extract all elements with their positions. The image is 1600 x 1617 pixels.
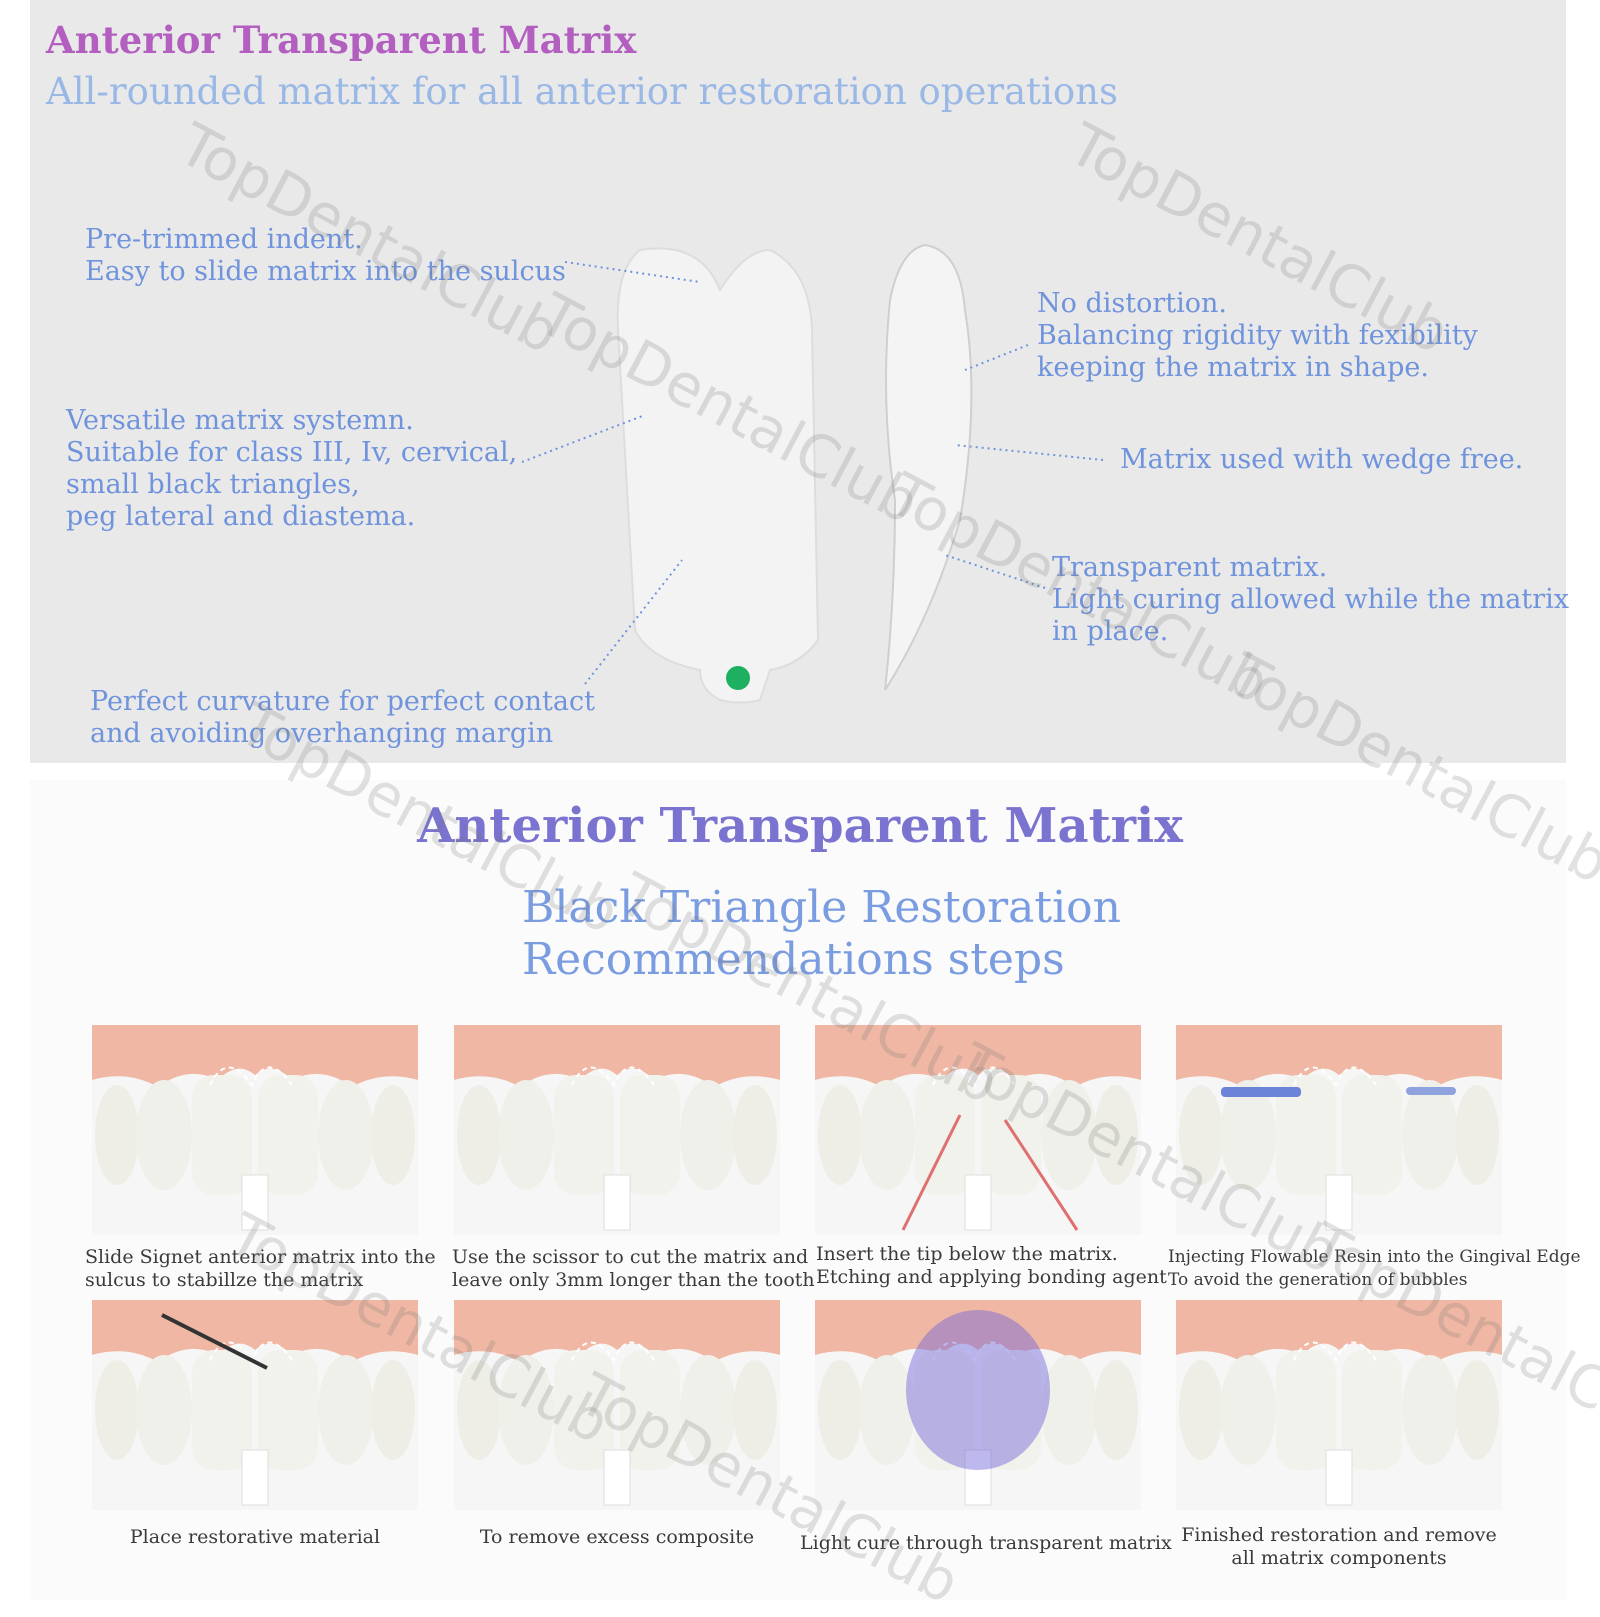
top-subtitle: All-rounded matrix for all anterior rest… xyxy=(46,70,1118,113)
bottom-title: Anterior Transparent Matrix xyxy=(417,798,1183,854)
step-image-4 xyxy=(1175,1024,1503,1236)
step-image-5 xyxy=(91,1299,419,1511)
step-caption-4: Injecting Flowable Resin into the Gingiv… xyxy=(1168,1247,1581,1290)
callout-indent: Pre-trimmed indent.Easy to slide matrix … xyxy=(85,224,566,287)
green-dot xyxy=(726,666,750,690)
step-image-7 xyxy=(814,1299,1142,1511)
callout-leaders xyxy=(521,261,1104,685)
matrix-illustration xyxy=(521,243,1104,704)
step-caption-3: Insert the tip below the matrix.Etching … xyxy=(816,1243,1167,1288)
step-caption-6: To remove excess composite xyxy=(479,1526,755,1548)
step-image-3 xyxy=(814,1024,1142,1236)
matrix-side-shape xyxy=(884,243,973,691)
callout-versatile: Versatile matrix systemn.Suitable for cl… xyxy=(66,405,518,532)
step-image-2 xyxy=(453,1024,781,1236)
matrix-front-shape xyxy=(616,247,820,704)
step-caption-5: Place restorative material xyxy=(129,1526,381,1548)
callout-transparent: Transparent matrix.Light curing allowed … xyxy=(1052,552,1570,647)
step-image-1 xyxy=(91,1024,419,1236)
callout-distortion: No distortion.Balancing rigidity with fe… xyxy=(1037,288,1478,383)
top-title: Anterior Transparent Matrix xyxy=(46,18,637,62)
step-image-6 xyxy=(453,1299,781,1511)
callout-wedge: Matrix used with wedge free. xyxy=(1120,444,1524,475)
step-image-8 xyxy=(1175,1299,1503,1511)
step-caption-7: Light cure through transparent matrix xyxy=(800,1532,1172,1554)
